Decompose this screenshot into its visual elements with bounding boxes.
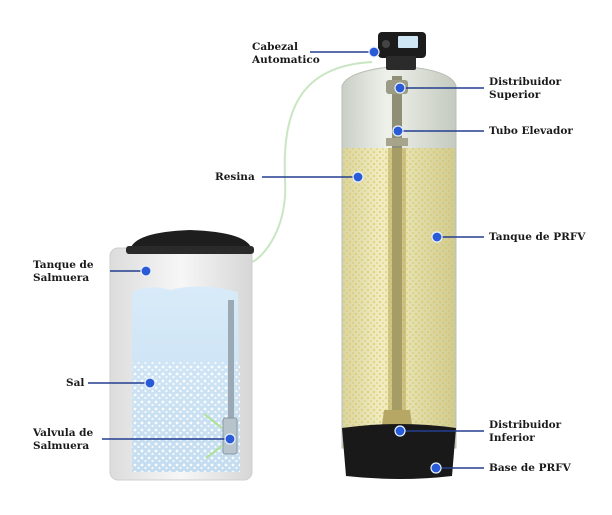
label-cabezal-automatico: Cabezal Automatico: [252, 41, 320, 67]
pointer-resina: [352, 171, 364, 183]
brine-tank-lid: [130, 230, 252, 250]
label-resina: Resina: [215, 171, 255, 183]
label-dist-inf-line2: Inferior: [489, 432, 535, 444]
pointer-tubo-elevador: [392, 125, 404, 137]
label-cabezal-line2: Automatico: [252, 54, 320, 66]
leader-lines: [88, 51, 484, 469]
label-sal: Sal: [66, 377, 85, 389]
label-dist-sup-line1: Distribuidor: [489, 76, 562, 88]
pointer-distribuidor-superior: [394, 82, 406, 94]
pointer-tanque-prfv: [431, 231, 443, 243]
prfv-tank: [341, 32, 457, 479]
label-distribuidor-inferior: Distribuidor Inferior: [489, 419, 561, 445]
brine-tank: [109, 230, 254, 481]
label-cabezal-line1: Cabezal: [252, 41, 298, 53]
pointer-valvula: [224, 433, 236, 445]
label-valvula-line2: Salmuera: [33, 440, 90, 452]
pointer-sal: [144, 377, 156, 389]
brine-tubing: [251, 61, 373, 263]
label-tanque-salmuera-line2: Salmuera: [33, 272, 90, 284]
prfv-base: [342, 424, 456, 479]
pointer-base-prfv: [430, 462, 442, 474]
label-valvula-salmuera: Valvula de Salmuera: [33, 427, 93, 453]
label-tanque-salmuera-line1: Tanque de: [33, 259, 94, 271]
pointer-distribuidor-inferior: [394, 425, 406, 437]
label-valvula-line1: Valvula de: [33, 427, 94, 439]
label-base-prfv: Base de PRFV: [489, 462, 571, 474]
label-dist-sup-line2: Superior: [489, 89, 541, 101]
pointer-dots: [140, 46, 443, 474]
label-tanque-prfv: Tanque de PRFV: [489, 231, 586, 243]
label-distribuidor-superior: Distribuidor Superior: [489, 76, 561, 102]
pointer-tanque-salmuera: [140, 265, 152, 277]
pointer-cabezal: [368, 46, 380, 58]
label-tubo-elevador: Tubo Elevador: [489, 125, 573, 137]
label-dist-inf-line1: Distribuidor: [489, 419, 562, 431]
label-tanque-salmuera: Tanque de Salmuera: [33, 259, 94, 285]
